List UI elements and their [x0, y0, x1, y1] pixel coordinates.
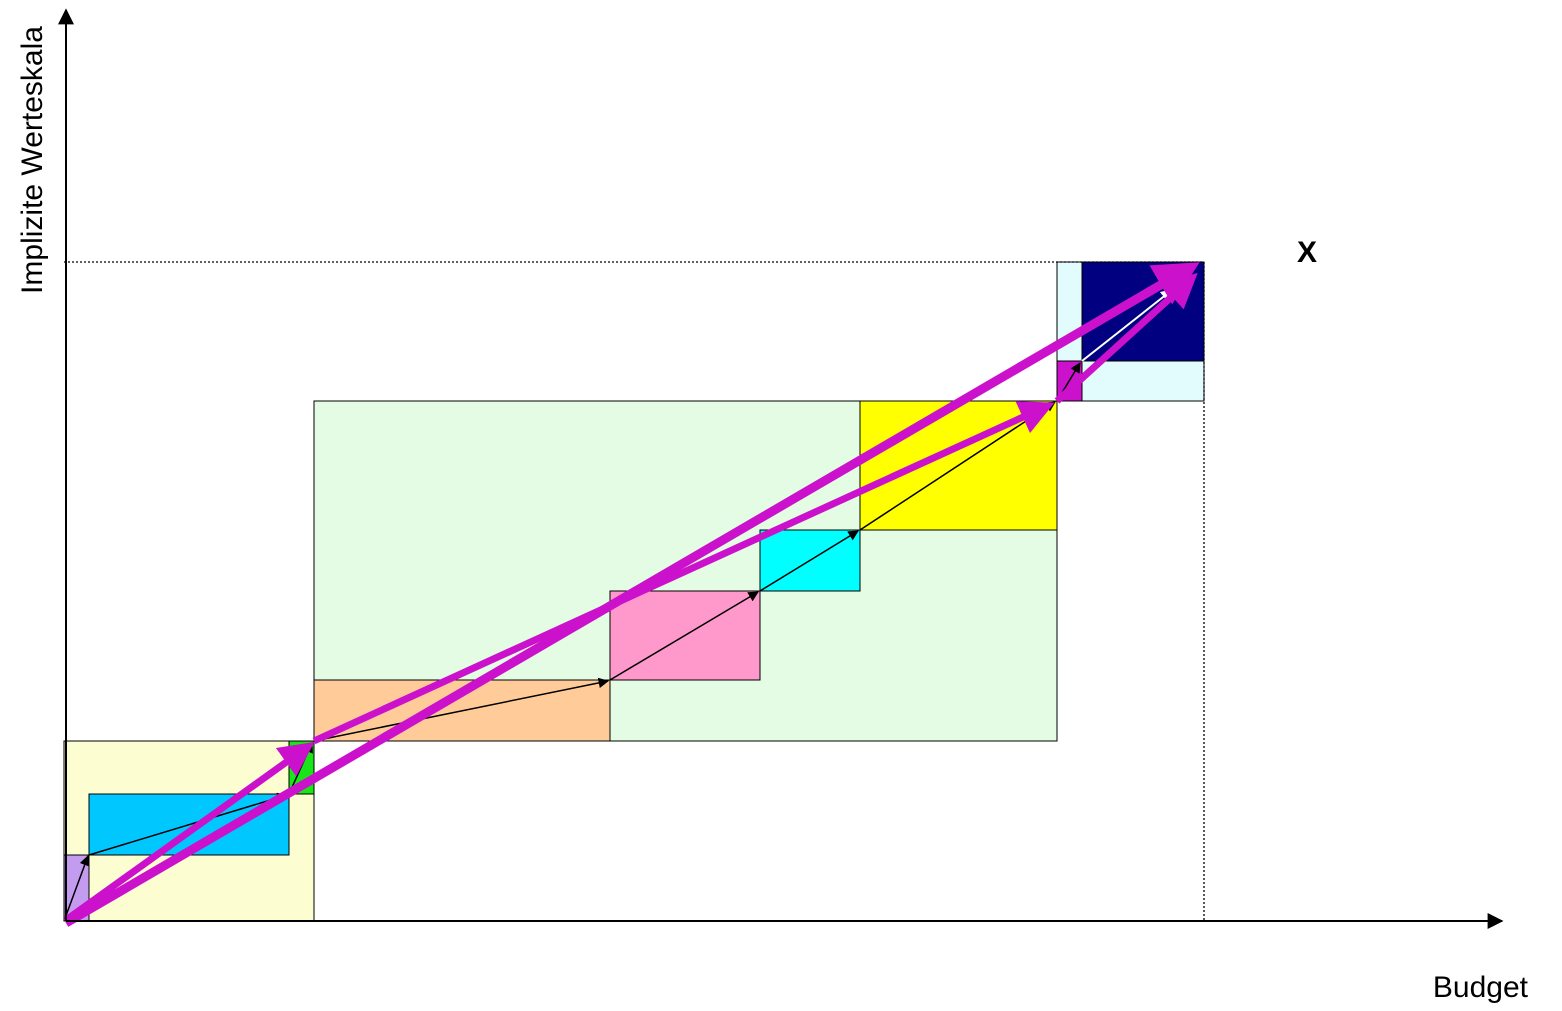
magenta-arrow-main [63, 262, 1200, 927]
y-axis-label: Implizite Werteskala [16, 26, 49, 294]
thin-arrow-1 [63, 855, 90, 922]
thin-arrow-5 [609, 591, 759, 681]
magenta-arrow-left [63, 741, 315, 923]
thin-arrow-2 [88, 792, 289, 856]
x-axis-label: Budget [1433, 971, 1529, 1004]
marker-x-label: X [1297, 236, 1317, 269]
magenta-arrow-mid [312, 401, 1055, 745]
thin-arrow-6 [759, 530, 859, 592]
thin-arrow-4 [313, 677, 610, 742]
